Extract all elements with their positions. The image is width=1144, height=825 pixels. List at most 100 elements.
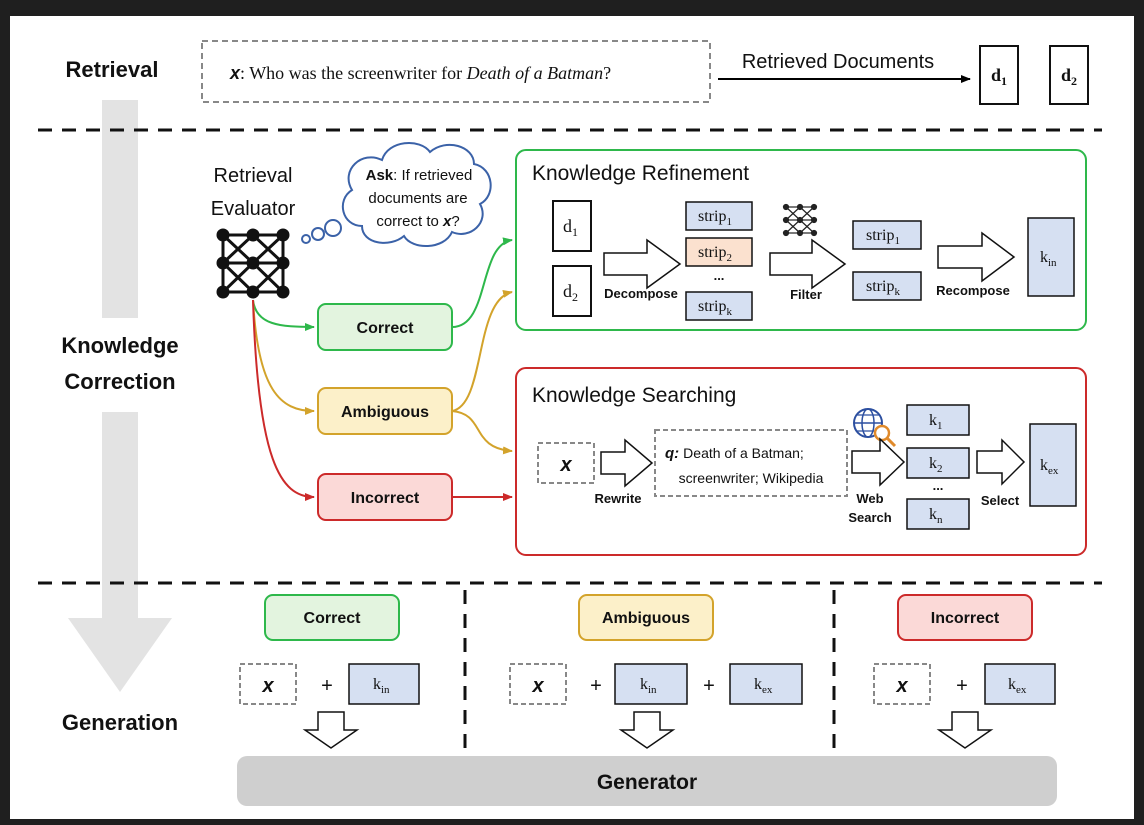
refine-doc-1-label: d1: [563, 216, 578, 239]
search-query-x: x: [559, 454, 572, 476]
refinement-panel: [515, 149, 1087, 331]
rewritten-query-line-2: screenwriter; Wikipedia: [679, 470, 824, 486]
search-query-x-box: [537, 442, 595, 484]
branch-ambiguous: [252, 299, 315, 415]
web-search-label-1: Web: [856, 491, 883, 506]
strip-2: [685, 237, 753, 267]
thought-cloud: [301, 141, 492, 248]
gen-correct-x: x: [261, 675, 274, 697]
gen-correct-plus: +: [321, 675, 333, 697]
generator-label: Generator: [597, 771, 697, 794]
strip-1: [685, 201, 753, 231]
select-label: Select: [981, 493, 1020, 508]
arrow-ambiguous-to-searching: [451, 410, 513, 455]
k-ex-label: kex: [1040, 457, 1059, 477]
filtered-strip-k: [852, 271, 922, 301]
gen-correct-label: Correct: [304, 610, 362, 627]
rewrite-arrow: [600, 438, 654, 488]
decompose-arrow: [603, 238, 682, 290]
strip-1-label: strip1: [698, 208, 732, 228]
gen-incorrect-x: x: [895, 675, 908, 697]
section-retrieval: Retrieval: [66, 57, 159, 82]
query-box: [201, 40, 711, 103]
thought-line-2: documents are: [368, 190, 467, 207]
filter-arrow: [769, 238, 847, 290]
gen-ambiguous-k-ex: [729, 663, 803, 705]
select-arrow: [976, 438, 1026, 486]
thought-line-1: Ask: If retrieved: [366, 167, 473, 184]
filtered-strip-k-label: stripk: [866, 278, 900, 298]
gen-ambiguous-k-in-label: kin: [640, 676, 657, 696]
judgment-correct-label: Correct: [357, 320, 415, 337]
gen-incorrect-down-arrow: [936, 711, 994, 749]
retrieved-doc-1: [979, 45, 1019, 105]
k-ellipsis: ...: [933, 478, 944, 493]
k-2-label: k2: [929, 455, 943, 475]
rewritten-query-box: [654, 429, 848, 497]
gen-ambiguous-x: x: [531, 675, 544, 697]
retrieved-doc-1-label: d1: [991, 65, 1007, 88]
arrow-correct-to-refinement: [451, 237, 513, 328]
k-2-box: [906, 447, 970, 479]
gen-ambiguous-plus-1: +: [590, 675, 602, 697]
web-search-label-2: Search: [848, 510, 891, 525]
thought-line-3: correct to x?: [376, 213, 459, 230]
gen-incorrect-plus: +: [956, 675, 968, 697]
strip-2-label: strip2: [698, 244, 732, 264]
strip-ellipsis: ...: [714, 268, 725, 283]
strip-k-label: stripk: [698, 298, 732, 318]
judgment-ambiguous-label: Ambiguous: [341, 404, 429, 421]
gen-ambiguous-k-in: [614, 663, 688, 705]
evaluator-label-1: Retrieval: [214, 165, 293, 187]
neural-network-icon: [216, 228, 290, 299]
arrow-ambiguous-to-refinement: [451, 289, 513, 412]
retrieved-doc-2-label: d2: [1061, 65, 1077, 88]
gen-ambiguous-label: Ambiguous: [602, 610, 690, 627]
k-1-box: [906, 404, 970, 436]
filtered-strip-1: [852, 220, 922, 250]
web-search-arrow: [851, 437, 906, 487]
branch-incorrect: [252, 299, 315, 501]
gen-incorrect-x-box: [873, 663, 931, 705]
rewrite-label: Rewrite: [595, 491, 642, 506]
decompose-label: Decompose: [604, 286, 678, 301]
section-generation: Generation: [62, 710, 178, 735]
gen-ambiguous-badge: [578, 594, 714, 641]
gen-incorrect-k-ex: [984, 663, 1056, 705]
recompose-arrow: [937, 231, 1016, 283]
section-knowledge-correction-2: Correction: [64, 369, 175, 394]
k-in-box: [1027, 217, 1075, 297]
gen-correct-x-box: [239, 663, 297, 705]
recompose-label: Recompose: [936, 283, 1010, 298]
refine-doc-2-label: d2: [563, 281, 578, 304]
refinement-title: Knowledge Refinement: [532, 162, 749, 185]
searching-title: Knowledge Searching: [532, 384, 736, 407]
gen-incorrect-label: Incorrect: [931, 610, 1000, 627]
section-knowledge-correction-1: Knowledge: [61, 333, 178, 358]
refine-doc-1: [552, 200, 592, 252]
retrieved-doc-2: [1049, 45, 1089, 105]
k-1-label: k1: [929, 412, 943, 432]
gen-correct-down-arrow: [302, 711, 360, 749]
gen-correct-k-in-label: kin: [373, 676, 390, 696]
k-in-label: kin: [1040, 249, 1057, 269]
k-ex-box: [1029, 423, 1077, 507]
k-n-box: [906, 498, 970, 530]
judgment-incorrect-label: Incorrect: [351, 490, 420, 507]
evaluator-label-2: Evaluator: [211, 198, 296, 220]
gen-correct-k-in: [348, 663, 420, 705]
gen-ambiguous-down-arrow: [618, 711, 676, 749]
rewritten-query-line-1: q:Death of a Batman;: [665, 445, 804, 462]
filter-network-icon: [782, 203, 818, 237]
filter-label: Filter: [790, 287, 822, 302]
k-n-label: kn: [929, 506, 943, 526]
query-text: x: Who was the screenwriter for Death of…: [229, 63, 611, 83]
gen-ambiguous-x-box: [509, 663, 567, 705]
flow-arrow: [68, 100, 172, 692]
web-search-icon: [853, 408, 897, 448]
refine-doc-2: [552, 265, 592, 317]
gen-incorrect-k-ex-label: kex: [1008, 676, 1027, 696]
gen-ambiguous-plus-2: +: [703, 675, 715, 697]
strip-k: [685, 291, 753, 321]
